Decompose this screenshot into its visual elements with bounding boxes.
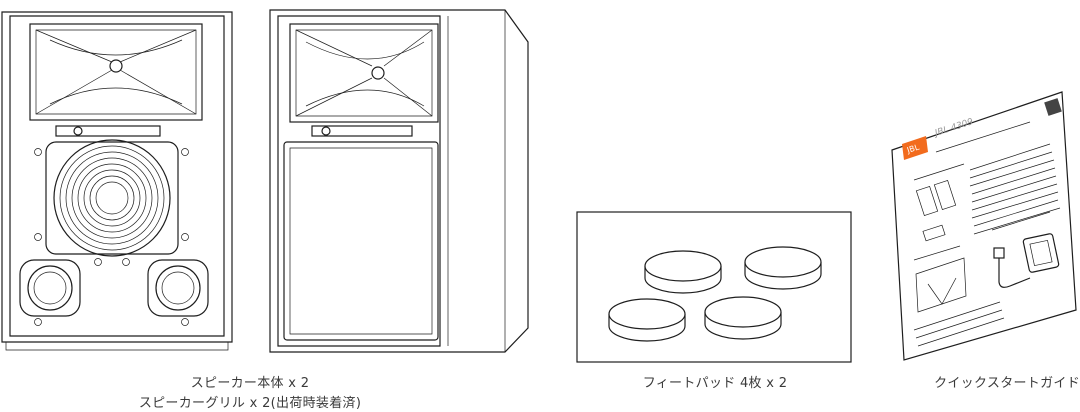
guide-caption: クイックスタートガイド — [934, 376, 1080, 391]
guide-document-outline — [891, 91, 1077, 361]
speakers-illustration: スピーカー本体 x 2 スピーカーグリル x 2(出荷時装着済) — [0, 0, 560, 411]
feet-pads-illustration: フィートパッド 4枚 x 2 — [575, 210, 855, 410]
feet-pads-caption: フィートパッド 4枚 x 2 — [642, 376, 788, 391]
foot-pad — [704, 296, 782, 340]
foot-pad — [608, 298, 686, 342]
speaker-front-view — [1, 11, 233, 351]
speakers-caption-line1: スピーカー本体 x 2 — [190, 376, 310, 391]
quick-start-guide-illustration: JBL JBL 4309 — [880, 60, 1080, 410]
foot-pad — [744, 246, 822, 290]
speaker-angled-view — [269, 9, 529, 353]
foot-pad — [644, 250, 722, 294]
guide-document-title: JBL 4309 — [932, 117, 975, 139]
speakers-caption-line2: スピーカーグリル x 2(出荷時装着済) — [138, 396, 362, 411]
feet-pads-frame — [576, 211, 852, 363]
guide-brand-logo: JBL — [905, 142, 921, 155]
